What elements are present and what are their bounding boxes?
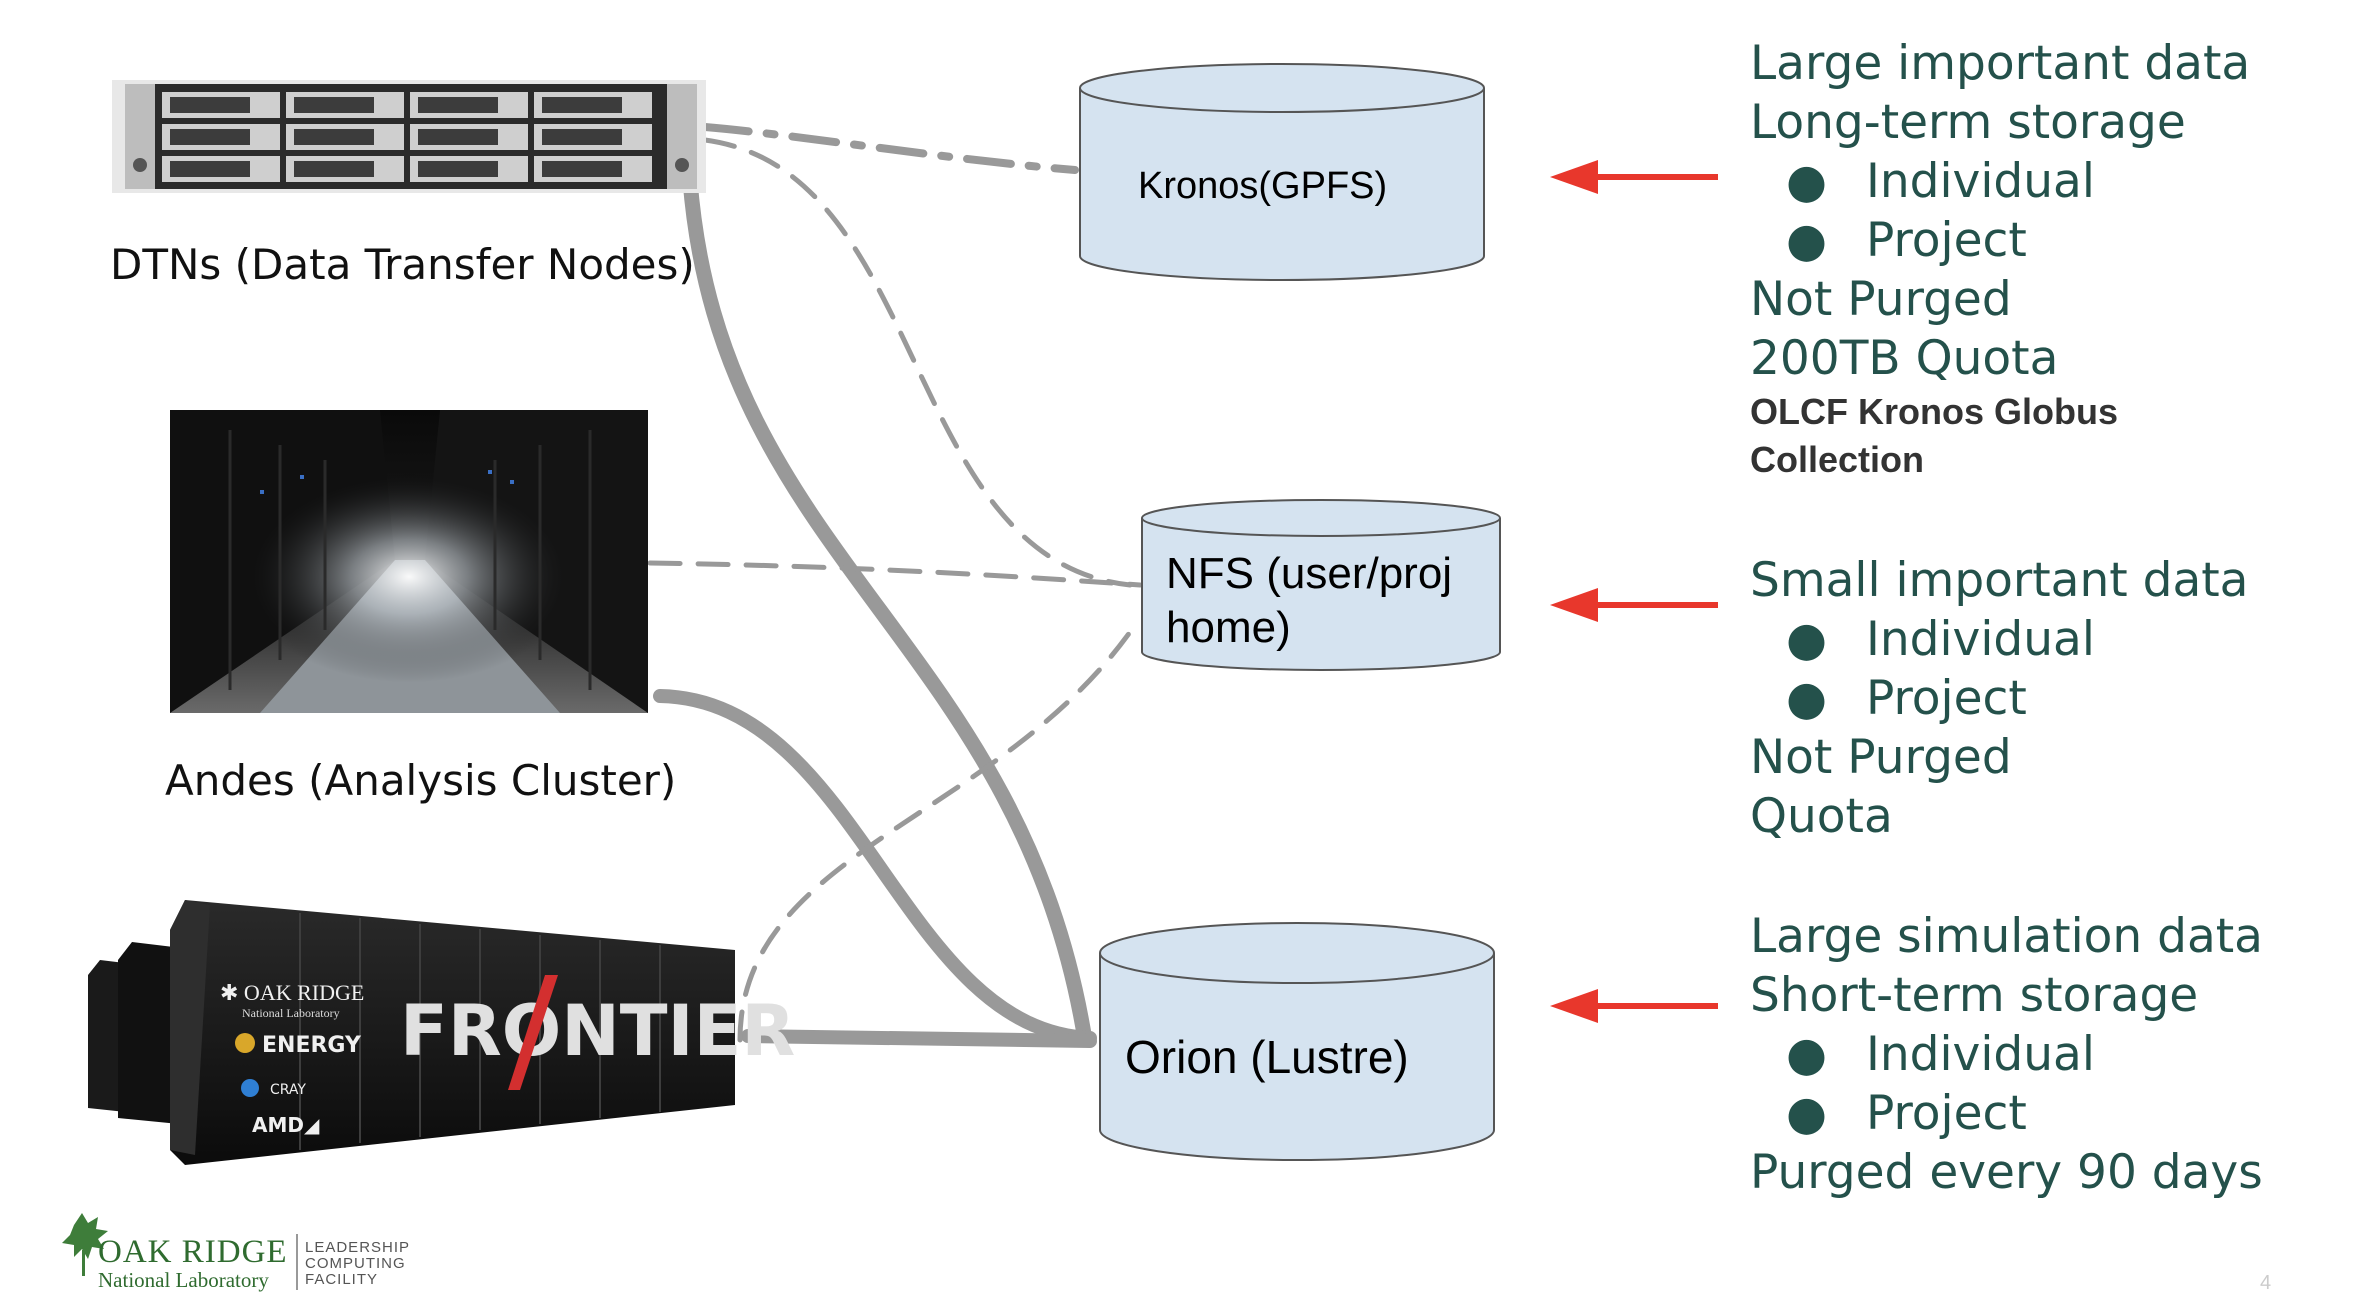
bullet-icon: ● [1786, 154, 1828, 209]
bullet-icon: ● [1786, 213, 1828, 268]
orion-info-bullet-1: ●Individual [1786, 1027, 2095, 1082]
kronos-label: Kronos(GPFS) [1138, 165, 1388, 207]
svg-text:AMD◢: AMD◢ [252, 1113, 320, 1137]
bullet-icon: ● [1786, 671, 1828, 726]
kronos-cylinder [1079, 63, 1485, 281]
kronos-info: Large important data Long-term storage ●… [1750, 34, 2250, 484]
nfs-info-bullet-1: ●Individual [1786, 612, 2095, 667]
bullet-icon: ● [1786, 1027, 1828, 1082]
connector-andes-orion [653, 689, 1097, 1045]
kronos-info-line4: 200TB Quota [1750, 331, 2059, 386]
frontier-brand-text: FRONTIER [400, 990, 795, 1072]
orion-info-bullet-2: ●Project [1786, 1086, 2027, 1141]
arrow-kronos-icon [1550, 160, 1718, 194]
dtn-server-image [112, 80, 706, 193]
bullet-icon: ● [1786, 612, 1828, 667]
page-number: 4 [2260, 1272, 2272, 1294]
kronos-info-line3: Not Purged [1750, 272, 2012, 327]
connector-frontier-nfs [737, 622, 1138, 1043]
arrow-nfs-icon [1550, 588, 1718, 622]
nfs-info: Small important data ●Individual ●Projec… [1750, 551, 2248, 846]
kronos-info-bullet-1: ●Individual [1786, 154, 2095, 209]
bullet-icon: ● [1786, 1086, 1828, 1141]
dtn-label: DTNs (Data Transfer Nodes) [110, 240, 695, 289]
logo-side-line2: COMPUTING [305, 1255, 406, 1272]
connector-dtn-nfs [702, 137, 1133, 588]
kronos-info-line2: Long-term storage [1750, 95, 2186, 150]
logo-sub-text: National Laboratory [98, 1268, 269, 1292]
nfs-label-line2: home) [1166, 603, 1291, 652]
frontier-image: FRONTIER ✱ OAK RIDGE National Laboratory… [88, 900, 795, 1165]
connector-dtn-kronos [701, 123, 1079, 174]
kronos-globus-note-line2: Collection [1750, 439, 1925, 480]
orion-label: Orion (Lustre) [1125, 1031, 1409, 1083]
kronos-info-line1: Large important data [1750, 36, 2251, 91]
nfs-label-line1: NFS (user/proj [1166, 549, 1453, 598]
svg-text:CRAY: CRAY [270, 1082, 306, 1098]
logo-side-text: LEADERSHIP COMPUTING FACILITY [305, 1240, 410, 1288]
logo-side-line1: LEADERSHIP [305, 1239, 411, 1256]
orion-info: Large simulation data Short-term storage… [1750, 907, 2263, 1202]
orion-info-line3: Purged every 90 days [1750, 1145, 2263, 1200]
arrows [1550, 160, 1718, 1023]
kronos-globus-note-line1: OLCF Kronos Globus [1750, 391, 2118, 432]
logo-main-text: OAK RIDGE [98, 1234, 288, 1270]
orion-info-line2: Short-term storage [1750, 968, 2199, 1023]
arrow-orion-icon [1550, 989, 1718, 1023]
nfs-cylinder [1141, 499, 1501, 671]
svg-text:✱ OAK RIDGE: ✱ OAK RIDGE [220, 980, 364, 1005]
andes-label: Andes (Analysis Cluster) [165, 756, 677, 805]
connector-frontier-orion [741, 1029, 1097, 1048]
nfs-info-line2: Not Purged [1750, 730, 2012, 785]
nfs-info-bullet-2: ●Project [1786, 671, 2027, 726]
svg-text:ENERGY: ENERGY [262, 1033, 362, 1058]
connector-andes-nfs [647, 560, 1143, 588]
connectors [647, 123, 1143, 1048]
logo-side-line3: FACILITY [305, 1271, 379, 1288]
oak-leaf-icon [62, 1213, 108, 1276]
connector-dtn-orion [682, 172, 1093, 1048]
nfs-label: NFS (user/proj home) [1166, 547, 1452, 655]
kronos-info-bullet-2: ●Project [1786, 213, 2027, 268]
orion-info-line1: Large simulation data [1750, 909, 2263, 964]
nfs-info-line1: Small important data [1750, 553, 2249, 608]
svg-text:National Laboratory: National Laboratory [242, 1006, 340, 1020]
andes-cluster-image [170, 410, 648, 713]
nfs-info-line3: Quota [1750, 789, 1893, 844]
orion-cylinder [1099, 922, 1495, 1161]
